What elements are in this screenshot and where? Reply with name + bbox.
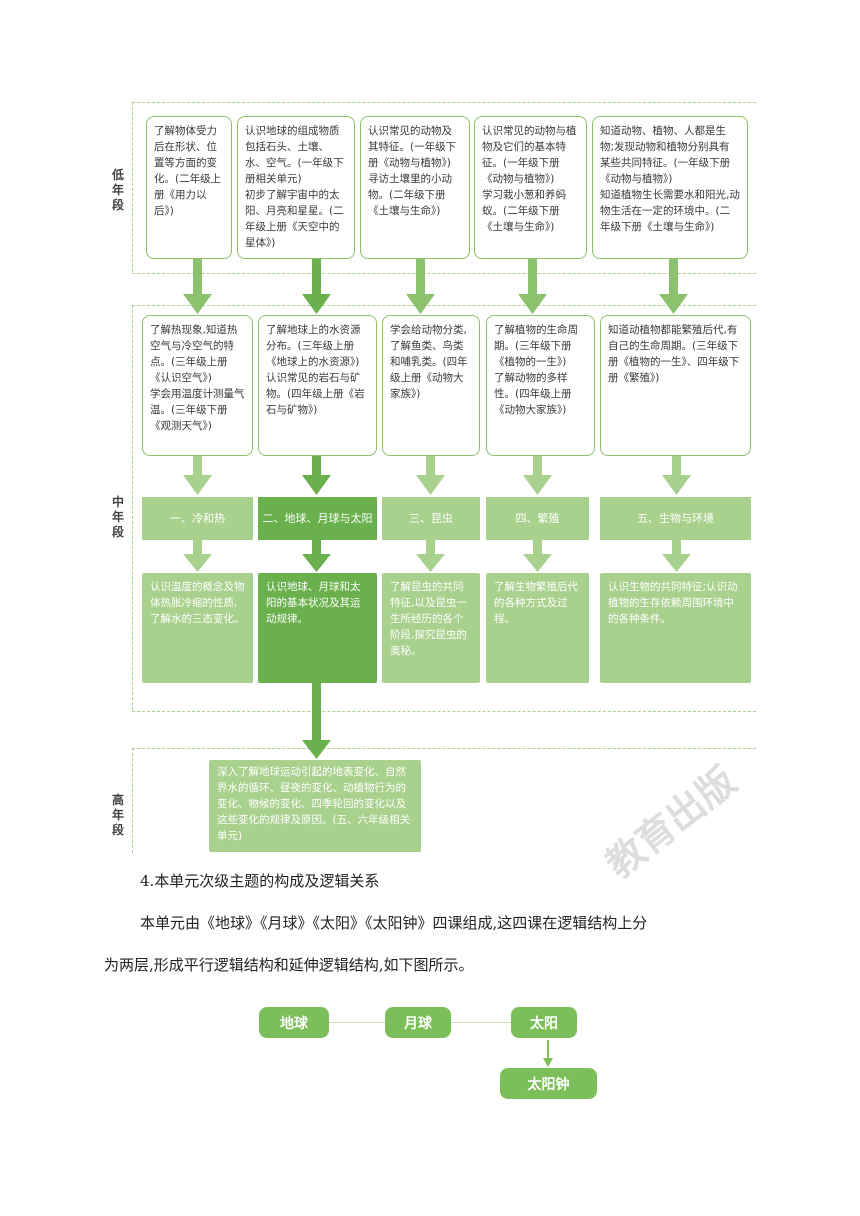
mid-box-3: 学会给动物分类,了解鱼类、鸟类和哺乳类。(四年级上册《动物大家族》) xyxy=(382,315,480,456)
topic-life-environment: 五、生物与环境 xyxy=(600,497,751,540)
low-stage-left-line xyxy=(132,102,133,272)
topic-desc-4: 了解生物繁殖后代的各种方式及过程。 xyxy=(486,573,589,683)
node-sun: 太阳 xyxy=(511,1007,577,1038)
topic-desc-2: 认识地球、月球和太阳的基本状况及其运动规律。 xyxy=(258,573,377,683)
section-heading: 4.本单元次级主题的构成及逻辑关系 xyxy=(140,872,380,890)
topic-reproduction: 四、繁殖 xyxy=(486,497,589,540)
stage-label-mid: 中年段 xyxy=(111,495,124,539)
high-box: 深入了解地球运动引起的地表变化、自然界水的循环、昼夜的变化、动植物行为的变化、物… xyxy=(209,760,421,852)
node-sundial: 太阳钟 xyxy=(500,1068,597,1099)
arrows-low-to-mid xyxy=(183,259,691,759)
mid-stage-band xyxy=(132,305,756,712)
paragraph-line-2: 为两层,形成平行逻辑结构和延伸逻辑结构,如下图所示。 xyxy=(104,956,474,974)
topic-insects: 三、昆虫 xyxy=(382,497,480,540)
low-box-2: 认识地球的组成物质包括石头、土壤、水、空气。(一年级下册相关单元) 初步了解宇宙… xyxy=(237,116,355,259)
paragraph-line-1: 本单元由《地球》《月球》《太阳》《太阳钟》四课组成,这四课在逻辑结构上分 xyxy=(140,914,648,932)
stage-label-low: 低年段 xyxy=(111,168,124,212)
mid-box-5: 知道动植物都能繁殖后代,有自己的生命周期。(三年级下册《植物的一生》、四年级下册… xyxy=(600,315,751,456)
mid-stage-left-line xyxy=(132,305,133,710)
low-box-1: 了解物体受力后在形状、位置等方面的变化。(二年级上册《用力以后》) xyxy=(146,116,232,259)
arrow-sun-to-sundial xyxy=(543,1040,553,1067)
topic-desc-3: 了解昆虫的共同特征,以及昆虫一生所经历的各个阶段,探究昆虫的奥秘。 xyxy=(382,573,480,683)
connector-moon-sun xyxy=(451,1022,511,1023)
low-stage-band xyxy=(132,102,756,274)
mid-box-1: 了解热现象,知道热空气与冷空气的特点。(三年级上册《认识空气》) 学会用温度计测… xyxy=(142,315,253,456)
connector-earth-moon xyxy=(329,1022,385,1023)
topic-desc-5: 认识生物的共同特征;认识动植物的生存依赖周围环境中的各种条件。 xyxy=(600,573,751,683)
node-moon: 月球 xyxy=(385,1007,451,1038)
low-box-4: 认识常见的动物与植物及它们的基本特征。(一年级下册《动物与植物》) 学习栽小葱和… xyxy=(474,116,587,259)
high-stage-left-line xyxy=(132,748,133,853)
high-stage-band xyxy=(132,748,756,854)
topic-earth-moon-sun: 二、地球、月球与太阳 xyxy=(258,497,377,540)
topic-desc-1: 认识温度的概念及物体热胀冷缩的性质,了解水的三态变化。 xyxy=(142,573,253,683)
mid-box-4: 了解植物的生命周期。(三年级下册《植物的一生》) 了解动物的多样性。(四年级上册… xyxy=(486,315,595,456)
mid-box-2: 了解地球上的水资源分布。(三年级上册《地球上的水资源》) 认识常见的岩石与矿物。… xyxy=(258,315,377,456)
stage-label-high: 高年段 xyxy=(111,793,124,837)
low-box-3: 认识常见的动物及其特征。(一年级下册《动物与植物》) 寻访土壤里的小动物。(二年… xyxy=(360,116,470,259)
node-earth: 地球 xyxy=(259,1007,329,1038)
low-box-5: 知道动物、植物、人都是生物;发现动物和植物分别具有某些共同特征。(一年级下册《动… xyxy=(592,116,748,259)
topic-cold-heat: 一、冷和热 xyxy=(142,497,253,540)
